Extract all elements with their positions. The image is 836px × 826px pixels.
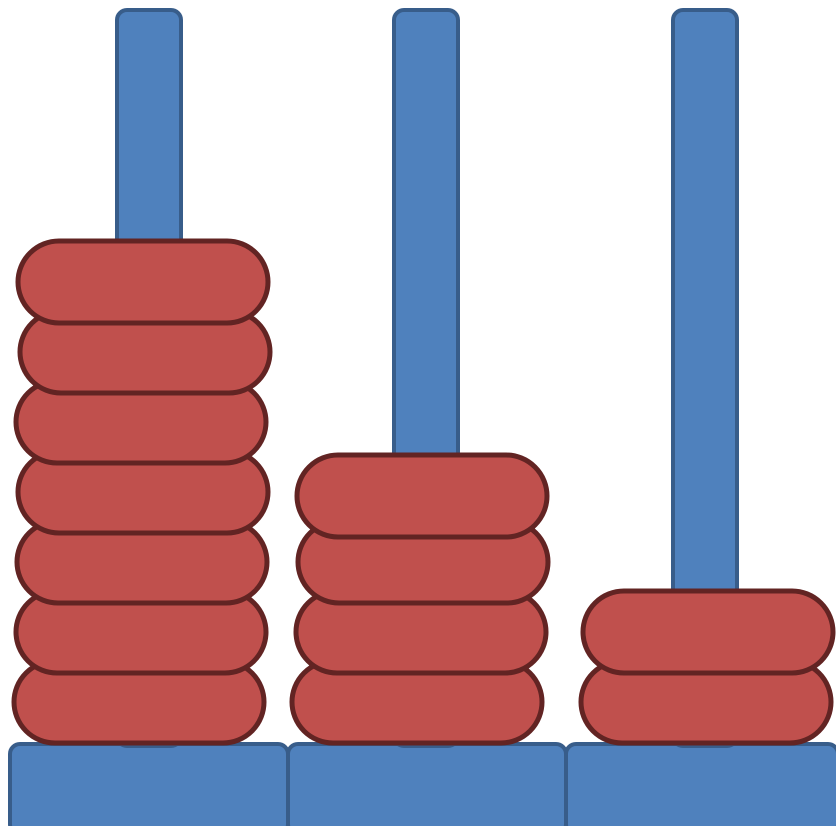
disk-peg2-4 [294, 452, 550, 540]
pole-3 [671, 8, 739, 748]
base-1 [8, 742, 290, 826]
base-2 [286, 742, 568, 826]
disk-peg1-7 [15, 238, 271, 326]
base-3 [564, 742, 836, 826]
disk-peg3-2 [580, 588, 836, 676]
